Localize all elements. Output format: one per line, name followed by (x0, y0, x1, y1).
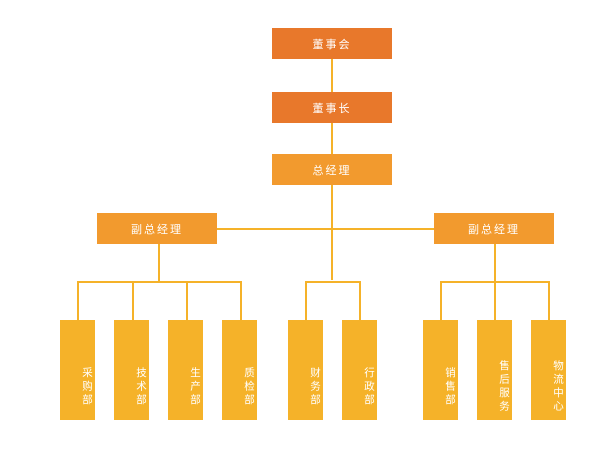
connector-middle-group-bus (305, 281, 361, 283)
node-chairman-label: 董事长 (312, 102, 352, 115)
node-deputy-gm-left[interactable]: 副总经理 (97, 213, 217, 244)
node-dept-aftersales[interactable]: 售后服务 (477, 320, 512, 420)
node-dept-admin[interactable]: 行政部 (342, 320, 377, 420)
node-board-label: 董事会 (312, 38, 352, 51)
connector-drop-sales (440, 281, 442, 321)
node-dept-purchasing-label: 采购部 (81, 366, 93, 408)
connector-drop-production (186, 281, 188, 321)
node-dept-production[interactable]: 生产部 (168, 320, 203, 420)
connector-chairman-to-gm (331, 122, 333, 155)
node-deputy-gm-left-label: 副总经理 (131, 223, 183, 236)
node-dept-production-label: 生产部 (189, 366, 201, 408)
node-dept-aftersales-label: 售后服务 (498, 360, 510, 414)
connector-drop-admin (359, 281, 361, 321)
node-deputy-gm-right-label: 副总经理 (468, 223, 520, 236)
connector-drop-finance (305, 281, 307, 321)
node-dept-technology[interactable]: 技术部 (114, 320, 149, 420)
connector-dgm-right-trunk (494, 244, 496, 282)
node-general-manager[interactable]: 总经理 (272, 154, 392, 185)
connector-board-to-chairman (331, 58, 333, 93)
node-deputy-gm-right[interactable]: 副总经理 (434, 213, 554, 244)
node-board[interactable]: 董事会 (272, 28, 392, 59)
node-dept-logistics[interactable]: 物流中心 (531, 320, 566, 420)
connector-gm-trunk (331, 184, 333, 280)
connector-deputy-horizontal-bar (217, 228, 435, 230)
node-dept-sales-label: 销售部 (444, 366, 456, 408)
node-dept-finance[interactable]: 财务部 (288, 320, 323, 420)
node-dept-logistics-label: 物流中心 (552, 360, 564, 414)
connector-drop-quality (240, 281, 242, 321)
node-dept-purchasing[interactable]: 采购部 (60, 320, 95, 420)
connector-drop-purchasing (77, 281, 79, 321)
node-dept-quality[interactable]: 质检部 (222, 320, 257, 420)
connector-drop-technology (132, 281, 134, 321)
connector-drop-logistics (548, 281, 550, 321)
node-dept-sales[interactable]: 销售部 (423, 320, 458, 420)
node-general-manager-label: 总经理 (312, 164, 352, 177)
connector-drop-aftersales (494, 281, 496, 321)
node-dept-admin-label: 行政部 (363, 366, 375, 408)
node-dept-finance-label: 财务部 (309, 366, 321, 408)
node-chairman[interactable]: 董事长 (272, 92, 392, 123)
node-dept-quality-label: 质检部 (243, 366, 255, 408)
node-dept-technology-label: 技术部 (135, 366, 147, 408)
connector-dgm-left-trunk (158, 244, 160, 282)
connector-left-group-bus (77, 281, 241, 283)
